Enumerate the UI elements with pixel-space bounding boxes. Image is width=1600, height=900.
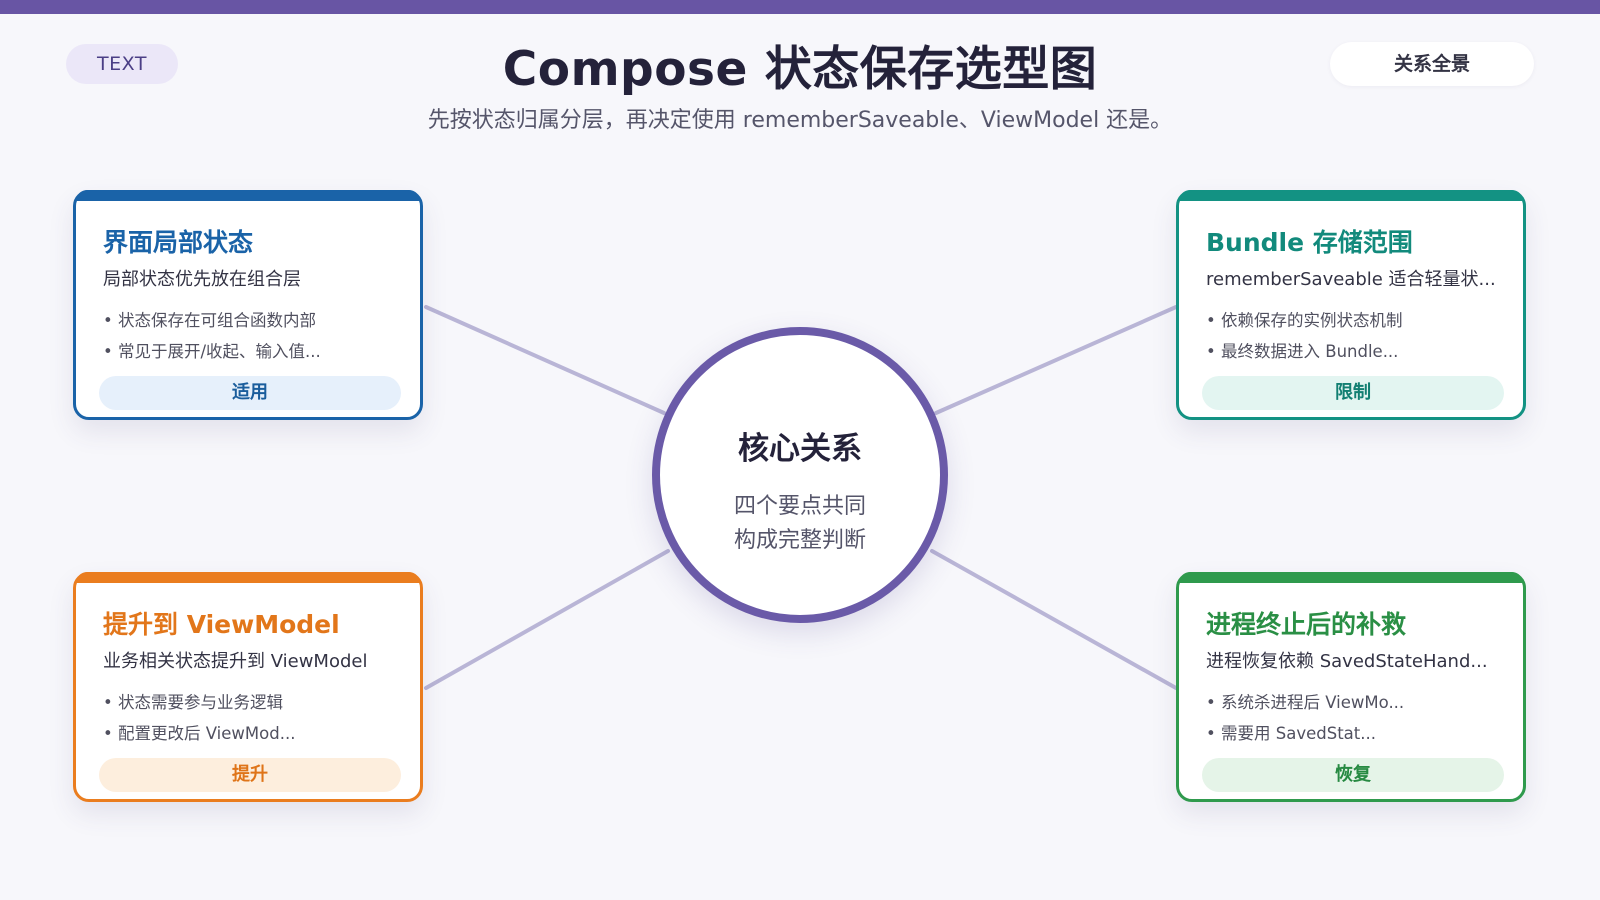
- card-bullet: 常见于展开/收起、输入值...: [103, 336, 321, 367]
- card-subtitle: 业务相关状态提升到 ViewModel: [103, 651, 368, 672]
- card-top-accent: [76, 572, 420, 583]
- card-bullet-list: 状态需要参与业务逻辑 配置更改后 ViewMod...: [103, 687, 295, 749]
- card-bullet: 状态保存在可组合函数内部: [103, 305, 321, 336]
- core-relation-hub: 核心关系 四个要点共同 构成完整判断: [652, 327, 948, 623]
- top-accent-bar: [0, 0, 1600, 14]
- card-bullet: 需要用 SavedStat...: [1206, 718, 1404, 749]
- card-title: Bundle 存储范围: [1206, 228, 1413, 257]
- card-title: 界面局部状态: [103, 228, 254, 257]
- page-subtitle: 先按状态归属分层，再决定使用 rememberSaveable、ViewMode…: [427, 108, 1173, 133]
- card-title: 进程终止后的补救: [1206, 610, 1407, 639]
- page-title: Compose 状态保存选型图: [502, 42, 1098, 97]
- hub-caption-line-1: 四个要点共同: [733, 494, 866, 519]
- card-top-accent: [1179, 190, 1523, 201]
- connector-bottom-right: [930, 549, 1178, 690]
- card-top-accent: [1179, 572, 1523, 583]
- card-badge-restore: 恢复: [1202, 758, 1504, 792]
- card-title: 提升到 ViewModel: [103, 610, 340, 639]
- card-badge-hoist: 提升: [99, 758, 401, 792]
- card-bullet: 状态需要参与业务逻辑: [103, 687, 295, 718]
- card-badge-limit: 限制: [1202, 376, 1504, 410]
- card-bullet: 系统杀进程后 ViewMo...: [1206, 687, 1404, 718]
- card-bullet: 依赖保存的实例状态机制: [1206, 305, 1403, 336]
- hub-title: 核心关系: [738, 431, 862, 467]
- card-subtitle: 局部状态优先放在组合层: [103, 269, 301, 290]
- card-process-death-recovery: 进程终止后的补救 进程恢复依赖 SavedStateHand... 系统杀进程后…: [1176, 572, 1526, 802]
- overview-button[interactable]: 关系全景: [1330, 42, 1534, 86]
- connector-bottom-left: [424, 549, 670, 690]
- card-bullet: 配置更改后 ViewMod...: [103, 718, 295, 749]
- card-subtitle: 进程恢复依赖 SavedStateHand...: [1206, 651, 1488, 672]
- card-badge-applicable: 适用: [99, 376, 401, 410]
- connector-top-right: [934, 305, 1178, 415]
- hub-caption-line-2: 构成完整判断: [733, 528, 866, 553]
- card-hoist-viewmodel: 提升到 ViewModel 业务相关状态提升到 ViewModel 状态需要参与…: [73, 572, 423, 802]
- card-top-accent: [76, 190, 420, 201]
- card-bundle-scope: Bundle 存储范围 rememberSaveable 适合轻量状... 依赖…: [1176, 190, 1526, 420]
- card-local-ui-state: 界面局部状态 局部状态优先放在组合层 状态保存在可组合函数内部 常见于展开/收起…: [73, 190, 423, 420]
- card-bullet-list: 状态保存在可组合函数内部 常见于展开/收起、输入值...: [103, 305, 321, 367]
- text-tag: TEXT: [66, 44, 178, 84]
- card-bullet-list: 系统杀进程后 ViewMo... 需要用 SavedStat...: [1206, 687, 1404, 749]
- card-subtitle: rememberSaveable 适合轻量状...: [1206, 269, 1496, 290]
- card-bullet: 最终数据进入 Bundle...: [1206, 336, 1403, 367]
- card-bullet-list: 依赖保存的实例状态机制 最终数据进入 Bundle...: [1206, 305, 1403, 367]
- connector-top-left: [424, 305, 666, 415]
